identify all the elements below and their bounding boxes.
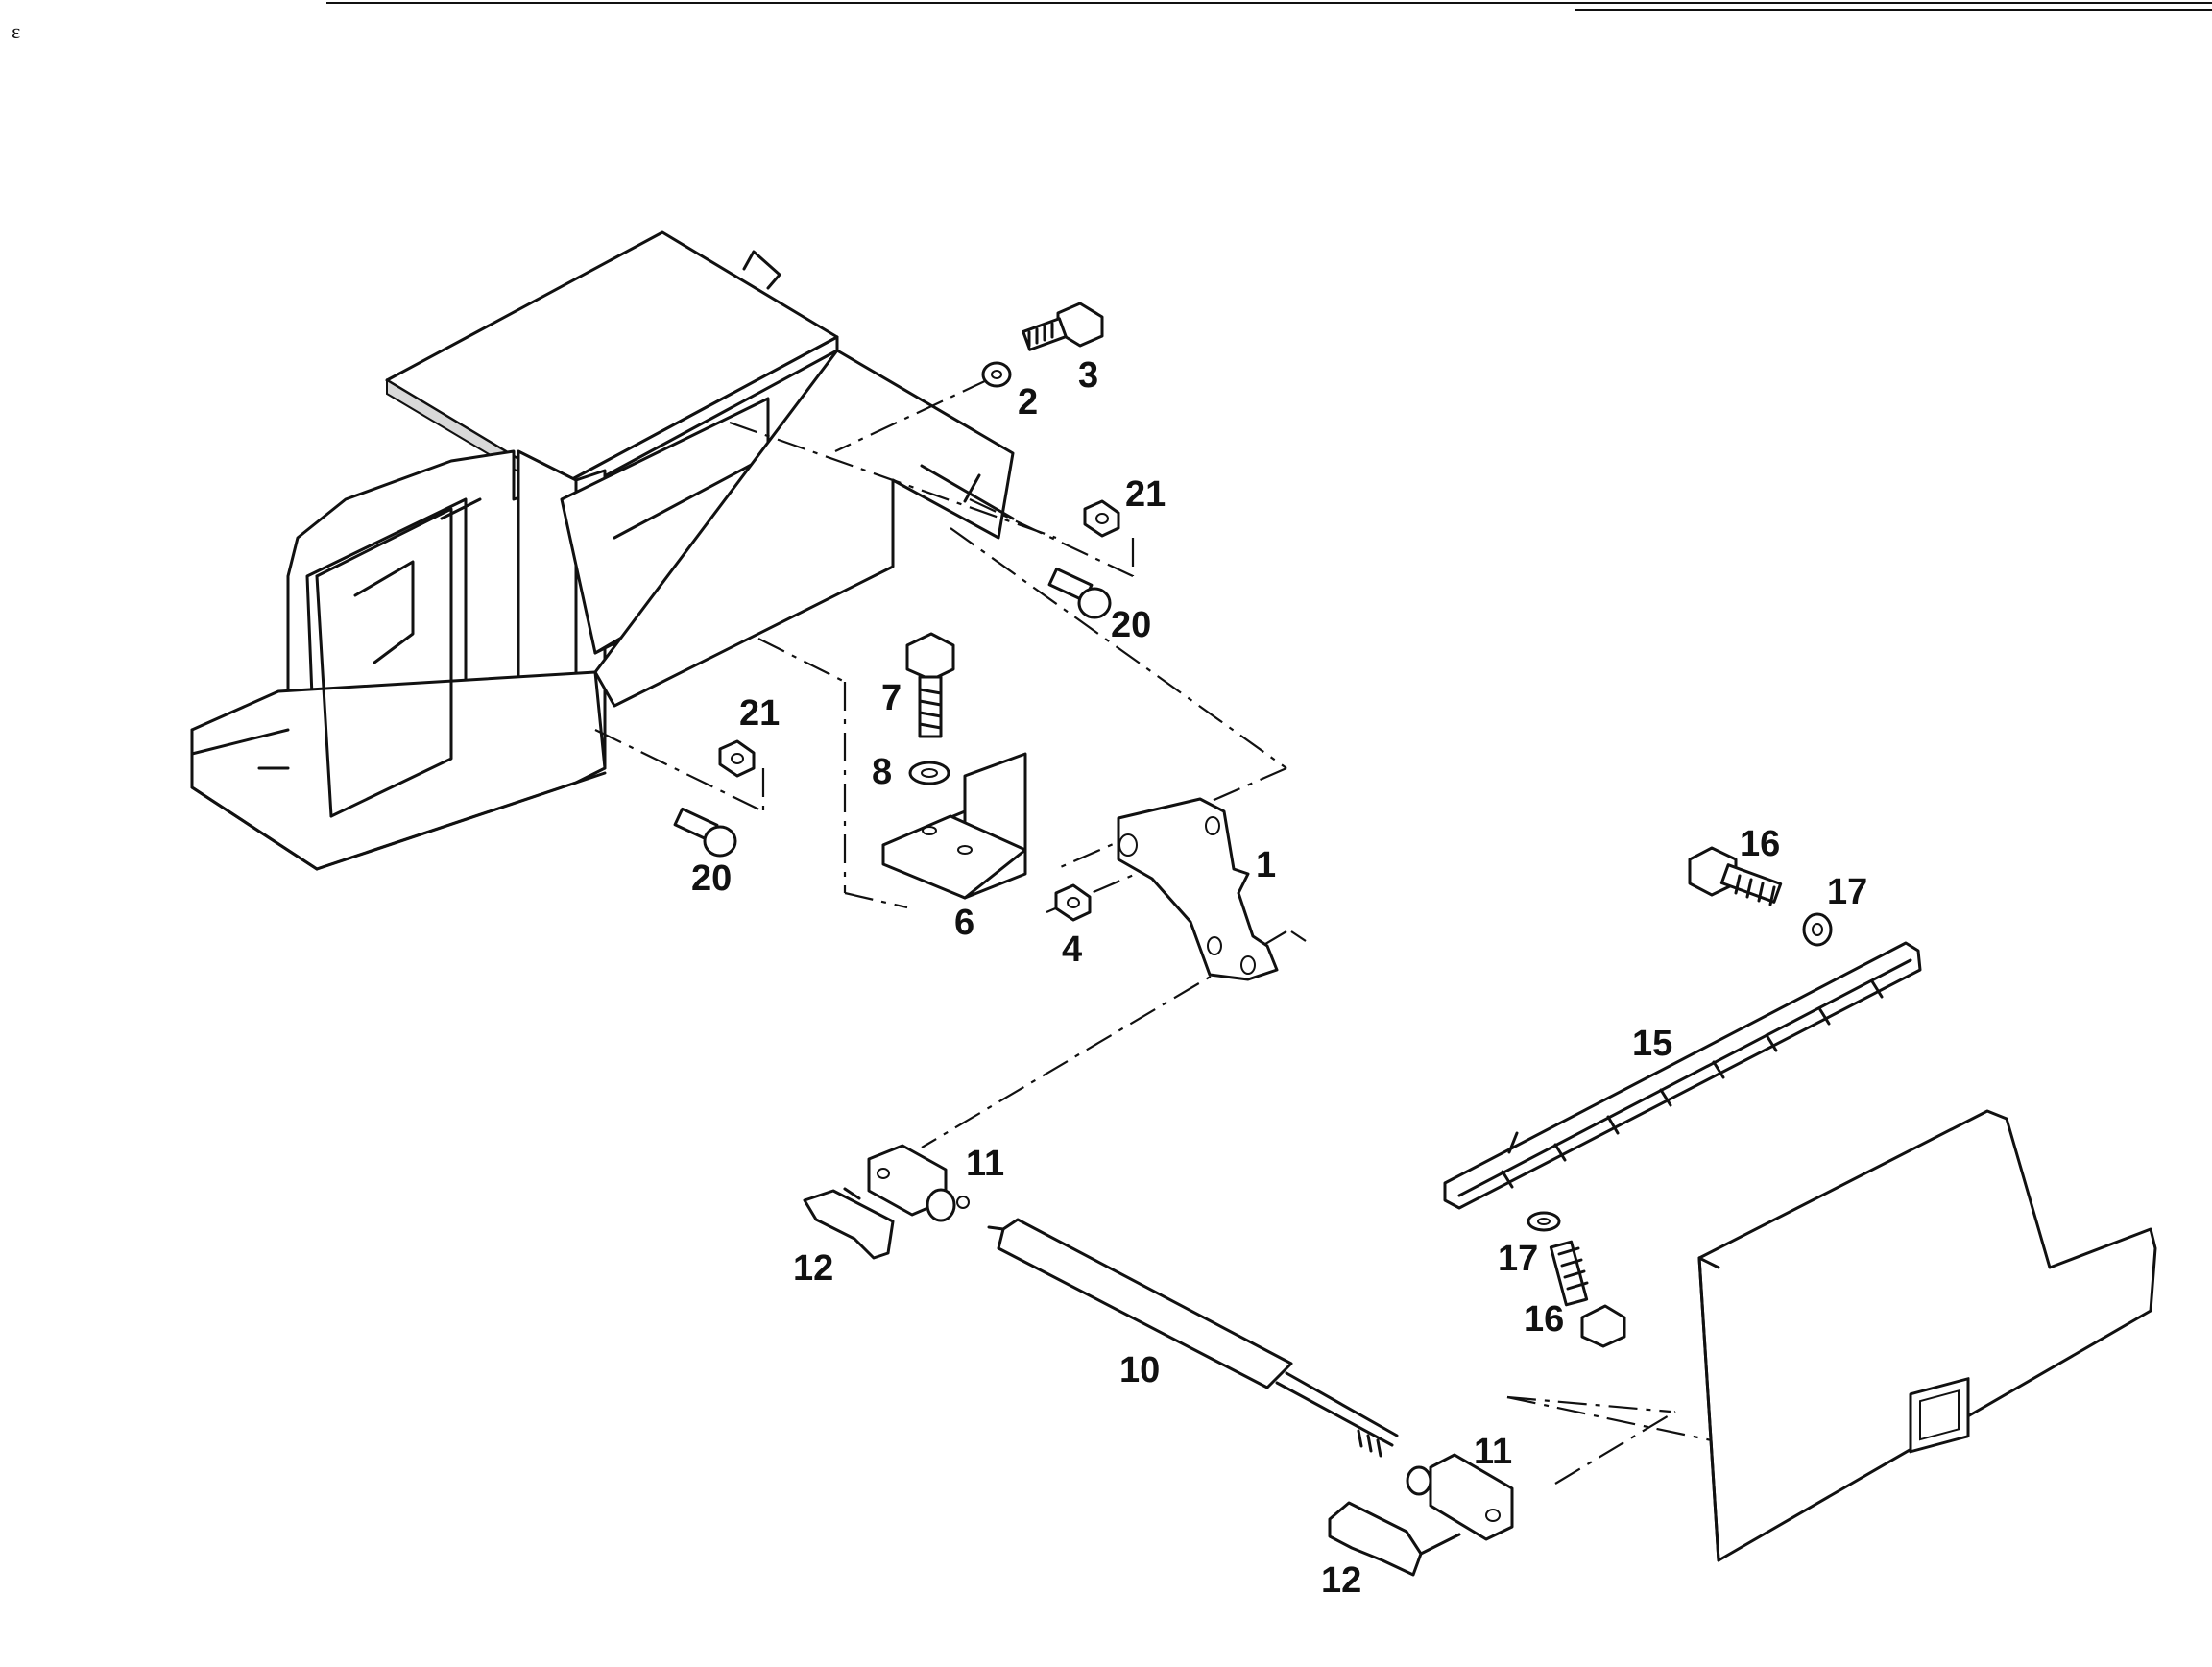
console-housing [190,230,1015,871]
callout-1: 1 [1256,845,1277,885]
bolt-16-lower [1549,1240,1626,1348]
callout-20-upper: 20 [1111,605,1152,645]
callout-12-lower: 12 [1321,1560,1362,1601]
gas-strut-10 [987,1218,1399,1458]
callout-21-upper: 21 [1125,474,1166,515]
door-panel [1697,1109,2157,1562]
washer-17-lower [1527,1211,1561,1232]
clip-12-lower [1328,1501,1461,1577]
callout-7: 7 [881,678,902,718]
callout-4: 4 [1062,930,1083,970]
callout-8: 8 [872,752,893,792]
callout-6: 6 [954,903,975,943]
bolt-3 [1022,302,1104,351]
bolt-16-upper [1688,846,1783,906]
nut-4 [1054,883,1092,922]
callout-15: 15 [1632,1024,1673,1064]
bracket-6 [881,752,1027,900]
clip-12-upper [803,1187,895,1260]
washer-2 [981,361,1012,388]
callout-11-upper: 11 [966,1144,1005,1184]
hinge-rail-15 [1443,941,1922,1210]
washer-17-upper [1802,912,1833,947]
callout-16-upper: 16 [1740,824,1781,864]
callout-20-lower: 20 [691,858,733,899]
callout-3: 3 [1078,355,1099,396]
callout-10: 10 [1119,1350,1161,1390]
nut-21-lower [718,739,756,778]
washer-8 [908,761,950,785]
callout-11-lower: 11 [1474,1432,1513,1472]
callout-17-upper: 17 [1827,872,1868,912]
clevis-11-lower [1406,1453,1514,1541]
mounting-plate-1 [1117,797,1279,981]
callout-12-upper: 12 [793,1248,834,1289]
callout-21-lower: 21 [739,693,781,734]
bolt-7 [905,632,955,738]
screw-20-lower [673,807,737,858]
callout-16-lower: 16 [1524,1299,1565,1340]
callout-2: 2 [1018,382,1039,423]
corner-mark: ɛ [12,19,20,43]
screw-20-upper [1047,567,1112,619]
callout-17-lower: 17 [1498,1239,1539,1279]
clevis-11-upper [867,1144,970,1222]
nut-21-upper [1083,499,1120,538]
